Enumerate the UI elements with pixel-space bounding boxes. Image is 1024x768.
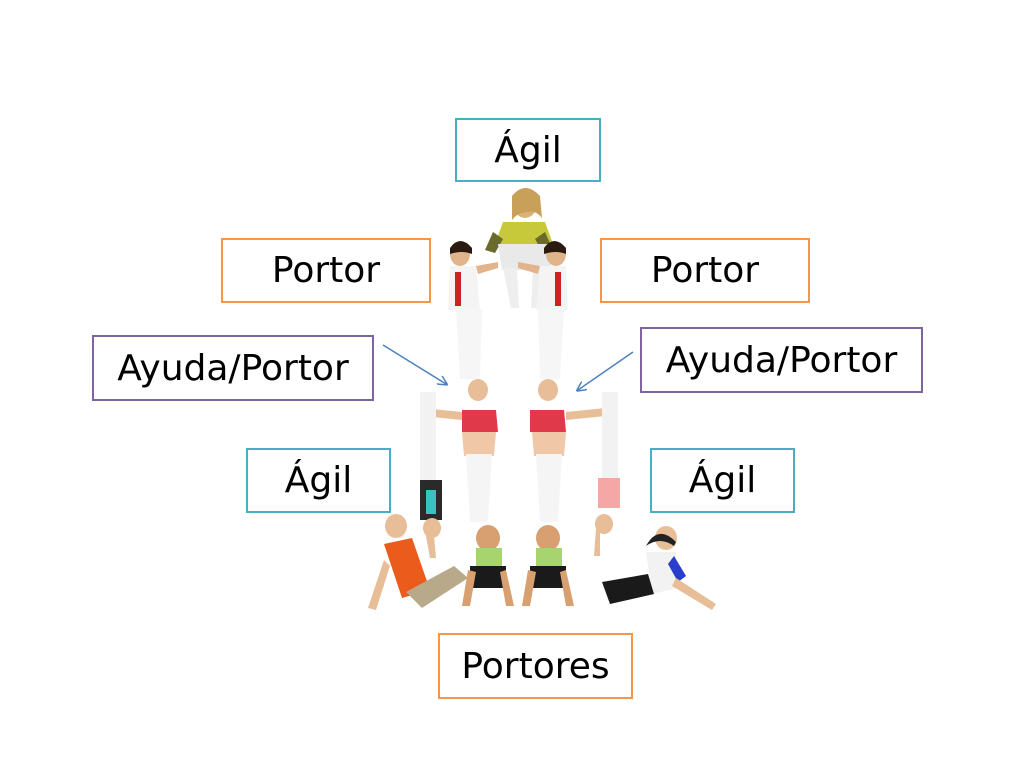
left-agil-figure [420, 392, 442, 558]
label-portor-right: Portor [600, 238, 810, 303]
label-ayuda-portor-right: Ayuda/Portor [640, 327, 923, 393]
label-portor-right-text: Portor [650, 250, 760, 291]
label-portores-text: Portores [461, 645, 610, 687]
arrow-right-to-ayuda [578, 351, 634, 390]
right-portor-figure [518, 241, 568, 379]
label-agil-top-text: Ágil [494, 129, 562, 171]
label-ayuda-portor-left-text: Ayuda/Portor [117, 347, 349, 389]
right-ayuda-portor-figure [530, 379, 606, 522]
label-agil-right-text: Ágil [688, 460, 757, 501]
arrow-left-to-ayuda [382, 344, 446, 384]
label-agil-left-text: Ágil [284, 460, 353, 501]
label-portor-left: Portor [221, 238, 431, 303]
bottom-right-seated-figure [602, 526, 716, 610]
label-agil-right: Ágil [650, 448, 795, 513]
bottom-center-right-figure [522, 525, 574, 606]
bottom-left-seated-figure [368, 514, 468, 610]
bottom-center-left-figure [462, 525, 514, 606]
label-ayuda-portor-right-text: Ayuda/Portor [665, 339, 898, 381]
right-agil-figure [594, 392, 620, 556]
label-agil-top: Ágil [455, 118, 601, 182]
label-ayuda-portor-left: Ayuda/Portor [92, 335, 374, 401]
label-portor-left-text: Portor [271, 250, 381, 291]
left-portor-figure [448, 241, 498, 379]
label-agil-left: Ágil [246, 448, 391, 513]
label-portores: Portores [438, 633, 633, 699]
